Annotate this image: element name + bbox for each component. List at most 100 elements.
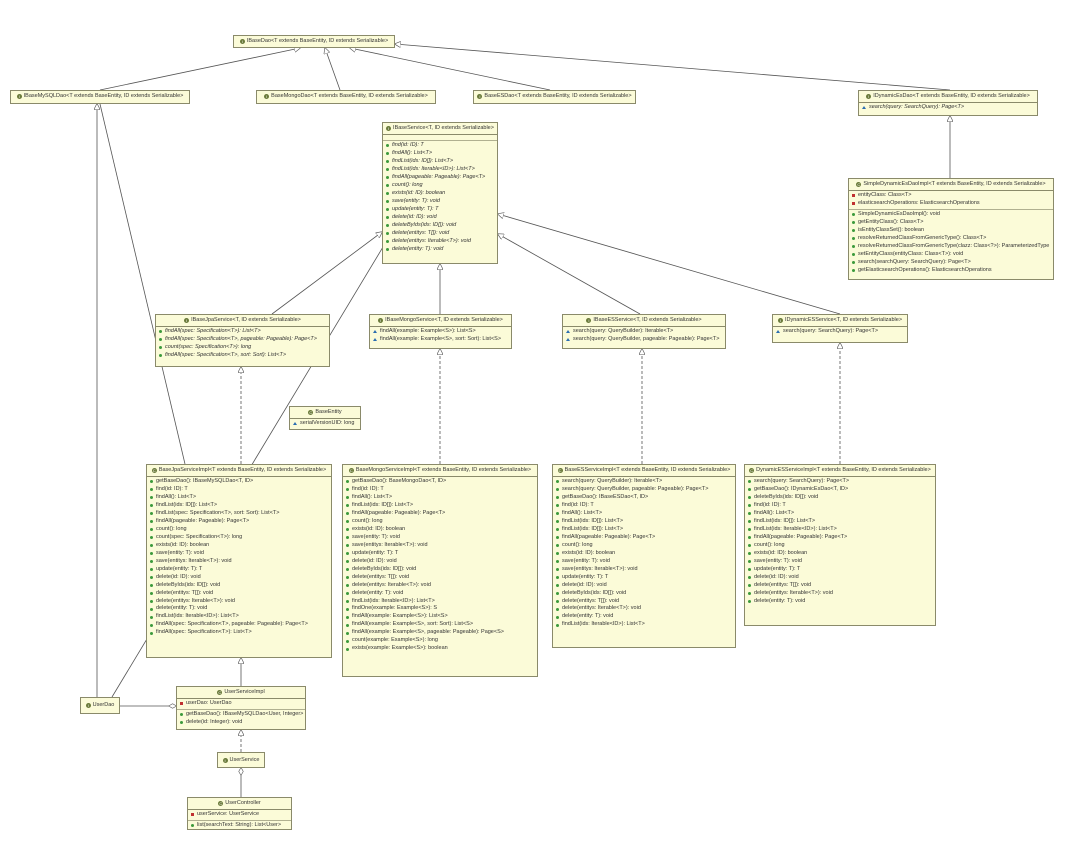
method-row: resolveReturnedClassFromGenericType(): C… bbox=[849, 235, 1053, 243]
method-row: findList(ids: ID[]): List<T> bbox=[745, 518, 935, 526]
public-icon bbox=[566, 330, 570, 334]
class-ibase-mongo-service[interactable]: I IBaseMongoService<T, ID extends Serial… bbox=[369, 314, 512, 349]
method-row: find(id: ID): T bbox=[383, 142, 497, 150]
class-icon: C bbox=[151, 468, 157, 474]
class-title: BaseESDao<T extends BaseEntity, ID exten… bbox=[484, 93, 632, 99]
method-row: count(): long bbox=[745, 542, 935, 550]
method-row: findList(ids: Iterable<ID>): List<T> bbox=[745, 526, 935, 534]
class-user-dao[interactable]: I UserDao bbox=[80, 697, 120, 714]
class-simple-dynamic-es-dao-impl[interactable]: C SimpleDynamicEsDaoImpl<T extends BaseE… bbox=[848, 178, 1054, 280]
class-dynamic-es-service-impl[interactable]: C DynamicESServiceImpl<T extends BaseEnt… bbox=[744, 464, 936, 626]
link-esdao-basedao bbox=[350, 48, 551, 91]
class-icon: C bbox=[557, 468, 563, 474]
link-dynesdao-basedao bbox=[395, 44, 951, 91]
method-row: getBaseDao(): IBaseMySQLDao<User, Intege… bbox=[177, 711, 305, 719]
method-row: findAll(spec: Specification<T>): List<T> bbox=[156, 328, 329, 336]
method-row: delete(id: ID): void bbox=[147, 574, 331, 582]
method-row: deleteByIds(ids: ID[]): void bbox=[147, 582, 331, 590]
method-row: save(entitys: Iterable<T>): void bbox=[147, 558, 331, 566]
method-row: findList(ids: Iterable<ID>): List<T> bbox=[553, 621, 735, 629]
method-row: delete(entitys: T[]): void bbox=[745, 582, 935, 590]
interface-icon: I bbox=[586, 318, 592, 324]
method-row: findAll(pageable: Pageable): Page<T> bbox=[343, 510, 537, 518]
method-row: update(entity: T): T bbox=[343, 550, 537, 558]
class-title: BaseJpaServiceImpl<T extends BaseEntity,… bbox=[158, 467, 327, 473]
class-ibase-mysql-dao[interactable]: I IBaseMySQLDao<T extends BaseEntity, ID… bbox=[10, 90, 190, 104]
method-row: count(spec: Specification<T>): long bbox=[156, 344, 329, 352]
method-row: findList(ids: ID[]): List<T> bbox=[553, 518, 735, 526]
link-mysqldao-basedao bbox=[99, 48, 300, 91]
class-title: BaseMongoServiceImpl<T extends BaseEntit… bbox=[355, 467, 532, 473]
class-ibase-service[interactable]: I IBaseService<T, ID extends Serializabl… bbox=[382, 122, 498, 264]
method-row: exists(id: ID): boolean bbox=[343, 526, 537, 534]
method-row: search(query: SearchQuery): Page<T> bbox=[773, 328, 907, 336]
class-user-service-impl[interactable]: C UserServiceImpl userDao: UserDao getBa… bbox=[176, 686, 306, 730]
interface-icon: I bbox=[239, 39, 245, 45]
class-title: IBaseJpaService<T, ID extends Serializab… bbox=[191, 317, 301, 323]
method-row: getBaseDao(): IBaseESDao<T, ID> bbox=[553, 494, 735, 502]
method-row: SimpleDynamicEsDaoImpl(): void bbox=[849, 211, 1053, 219]
class-ibase-dao[interactable]: I IBaseDao<T extends BaseEntity, ID exte… bbox=[233, 35, 395, 48]
method-row: delete(id: ID): void bbox=[343, 558, 537, 566]
class-title: IDynamicEsDao<T extends BaseEntity, ID e… bbox=[873, 93, 1030, 99]
class-title: UserDao bbox=[92, 702, 115, 708]
method-row: delete(entitys: Iterable<T>): void bbox=[553, 605, 735, 613]
class-title: UserService bbox=[229, 757, 260, 763]
method-row: count(): long bbox=[343, 518, 537, 526]
method-row: getBaseDao(): IBaseMySQLDao<T, ID> bbox=[147, 478, 331, 486]
class-base-mongo-service-impl[interactable]: C BaseMongoServiceImpl<T extends BaseEnt… bbox=[342, 464, 538, 677]
method-row: findList(ids: ID[]): List<T> bbox=[553, 526, 735, 534]
method-row: deleteByIds(ids: ID[]): void bbox=[745, 494, 935, 502]
method-row: exists(id: ID): boolean bbox=[553, 550, 735, 558]
method-row: search(query: SearchQuery): Page<T> bbox=[859, 104, 1037, 112]
public-icon bbox=[862, 106, 866, 110]
class-icon: C bbox=[218, 801, 224, 807]
interface-icon: I bbox=[386, 126, 392, 132]
class-ibase-jpa-service[interactable]: I IBaseJpaService<T, ID extends Serializ… bbox=[155, 314, 330, 367]
method-row: exists(id: ID): boolean bbox=[147, 542, 331, 550]
class-base-es-service-impl[interactable]: C BaseESServiceImpl<T extends BaseEntity… bbox=[552, 464, 736, 648]
class-idynamic-es-service[interactable]: I IDynamicESService<T, ID extends Serial… bbox=[772, 314, 908, 343]
class-user-service[interactable]: I UserService bbox=[217, 752, 265, 768]
class-base-mongo-dao[interactable]: I BaseMongoDao<T extends BaseEntity, ID … bbox=[256, 90, 436, 104]
interface-icon: I bbox=[378, 318, 384, 324]
method-row: save(entity: T): void bbox=[147, 550, 331, 558]
class-title: IBaseMySQLDao<T extends BaseEntity, ID e… bbox=[23, 93, 184, 99]
method-row: find(id: ID): T bbox=[147, 486, 331, 494]
method-row: list(searchText: String): List<User> bbox=[188, 822, 291, 829]
class-base-es-dao[interactable]: I BaseESDao<T extends BaseEntity, ID ext… bbox=[473, 90, 636, 104]
class-ibase-es-service[interactable]: I IBaseESService<T, ID extends Serializa… bbox=[562, 314, 726, 349]
method-row: find(id: ID): T bbox=[745, 502, 935, 510]
class-base-jpa-service-impl[interactable]: C BaseJpaServiceImpl<T extends BaseEntit… bbox=[146, 464, 332, 658]
method-row: deleteByIds(ids: ID[]): void bbox=[553, 590, 735, 598]
method-row: findAll(): List<T> bbox=[745, 510, 935, 518]
class-base-entity[interactable]: C BaseEntity serialVersionUID: long bbox=[289, 406, 361, 430]
method-row: delete(entity: T): void bbox=[553, 613, 735, 621]
link-jpaimpl-mysqldao bbox=[99, 103, 186, 465]
method-row: save(entitys: Iterable<T>): void bbox=[553, 566, 735, 574]
method-row: getElasticsearchOperations(): Elasticsea… bbox=[849, 267, 1053, 275]
method-row: delete(id: Integer): void bbox=[177, 719, 305, 727]
method-row: findAll(example: Example<S>, pageable: P… bbox=[343, 629, 537, 637]
method-row: search(searchQuery: SearchQuery): Page<T… bbox=[849, 259, 1053, 267]
method-row: delete(entity: T): void bbox=[383, 246, 497, 254]
class-icon: C bbox=[348, 468, 354, 474]
class-user-controller[interactable]: C UserController userService: UserServic… bbox=[187, 797, 292, 830]
method-row: getBaseDao(): IDynamicEsDao<T, ID> bbox=[745, 486, 935, 494]
method-row: findAll(example: Example<S>, sort: Sort)… bbox=[343, 621, 537, 629]
interface-icon: I bbox=[16, 94, 22, 100]
method-row: findAll(): List<T> bbox=[343, 494, 537, 502]
method-row: findAll(): List<T> bbox=[383, 150, 497, 158]
method-row: findAll(): List<T> bbox=[553, 510, 735, 518]
method-row: delete(entitys: Iterable<T>): void bbox=[745, 590, 935, 598]
class-idynamic-es-dao[interactable]: I IDynamicEsDao<T extends BaseEntity, ID… bbox=[858, 90, 1038, 116]
method-row: exists(id: ID): boolean bbox=[745, 550, 935, 558]
method-row: search(query: QueryBuilder, pageable: Pa… bbox=[553, 486, 735, 494]
method-row: save(entity: T): void bbox=[745, 558, 935, 566]
public-icon bbox=[293, 422, 297, 426]
method-row: count(): long bbox=[383, 182, 497, 190]
interface-icon: I bbox=[777, 318, 783, 324]
method-row: findList(ids: ID[]): List<T> bbox=[383, 158, 497, 166]
interface-icon: I bbox=[85, 703, 91, 709]
method-row: search(query: QueryBuilder, pageable: Pa… bbox=[563, 336, 725, 344]
